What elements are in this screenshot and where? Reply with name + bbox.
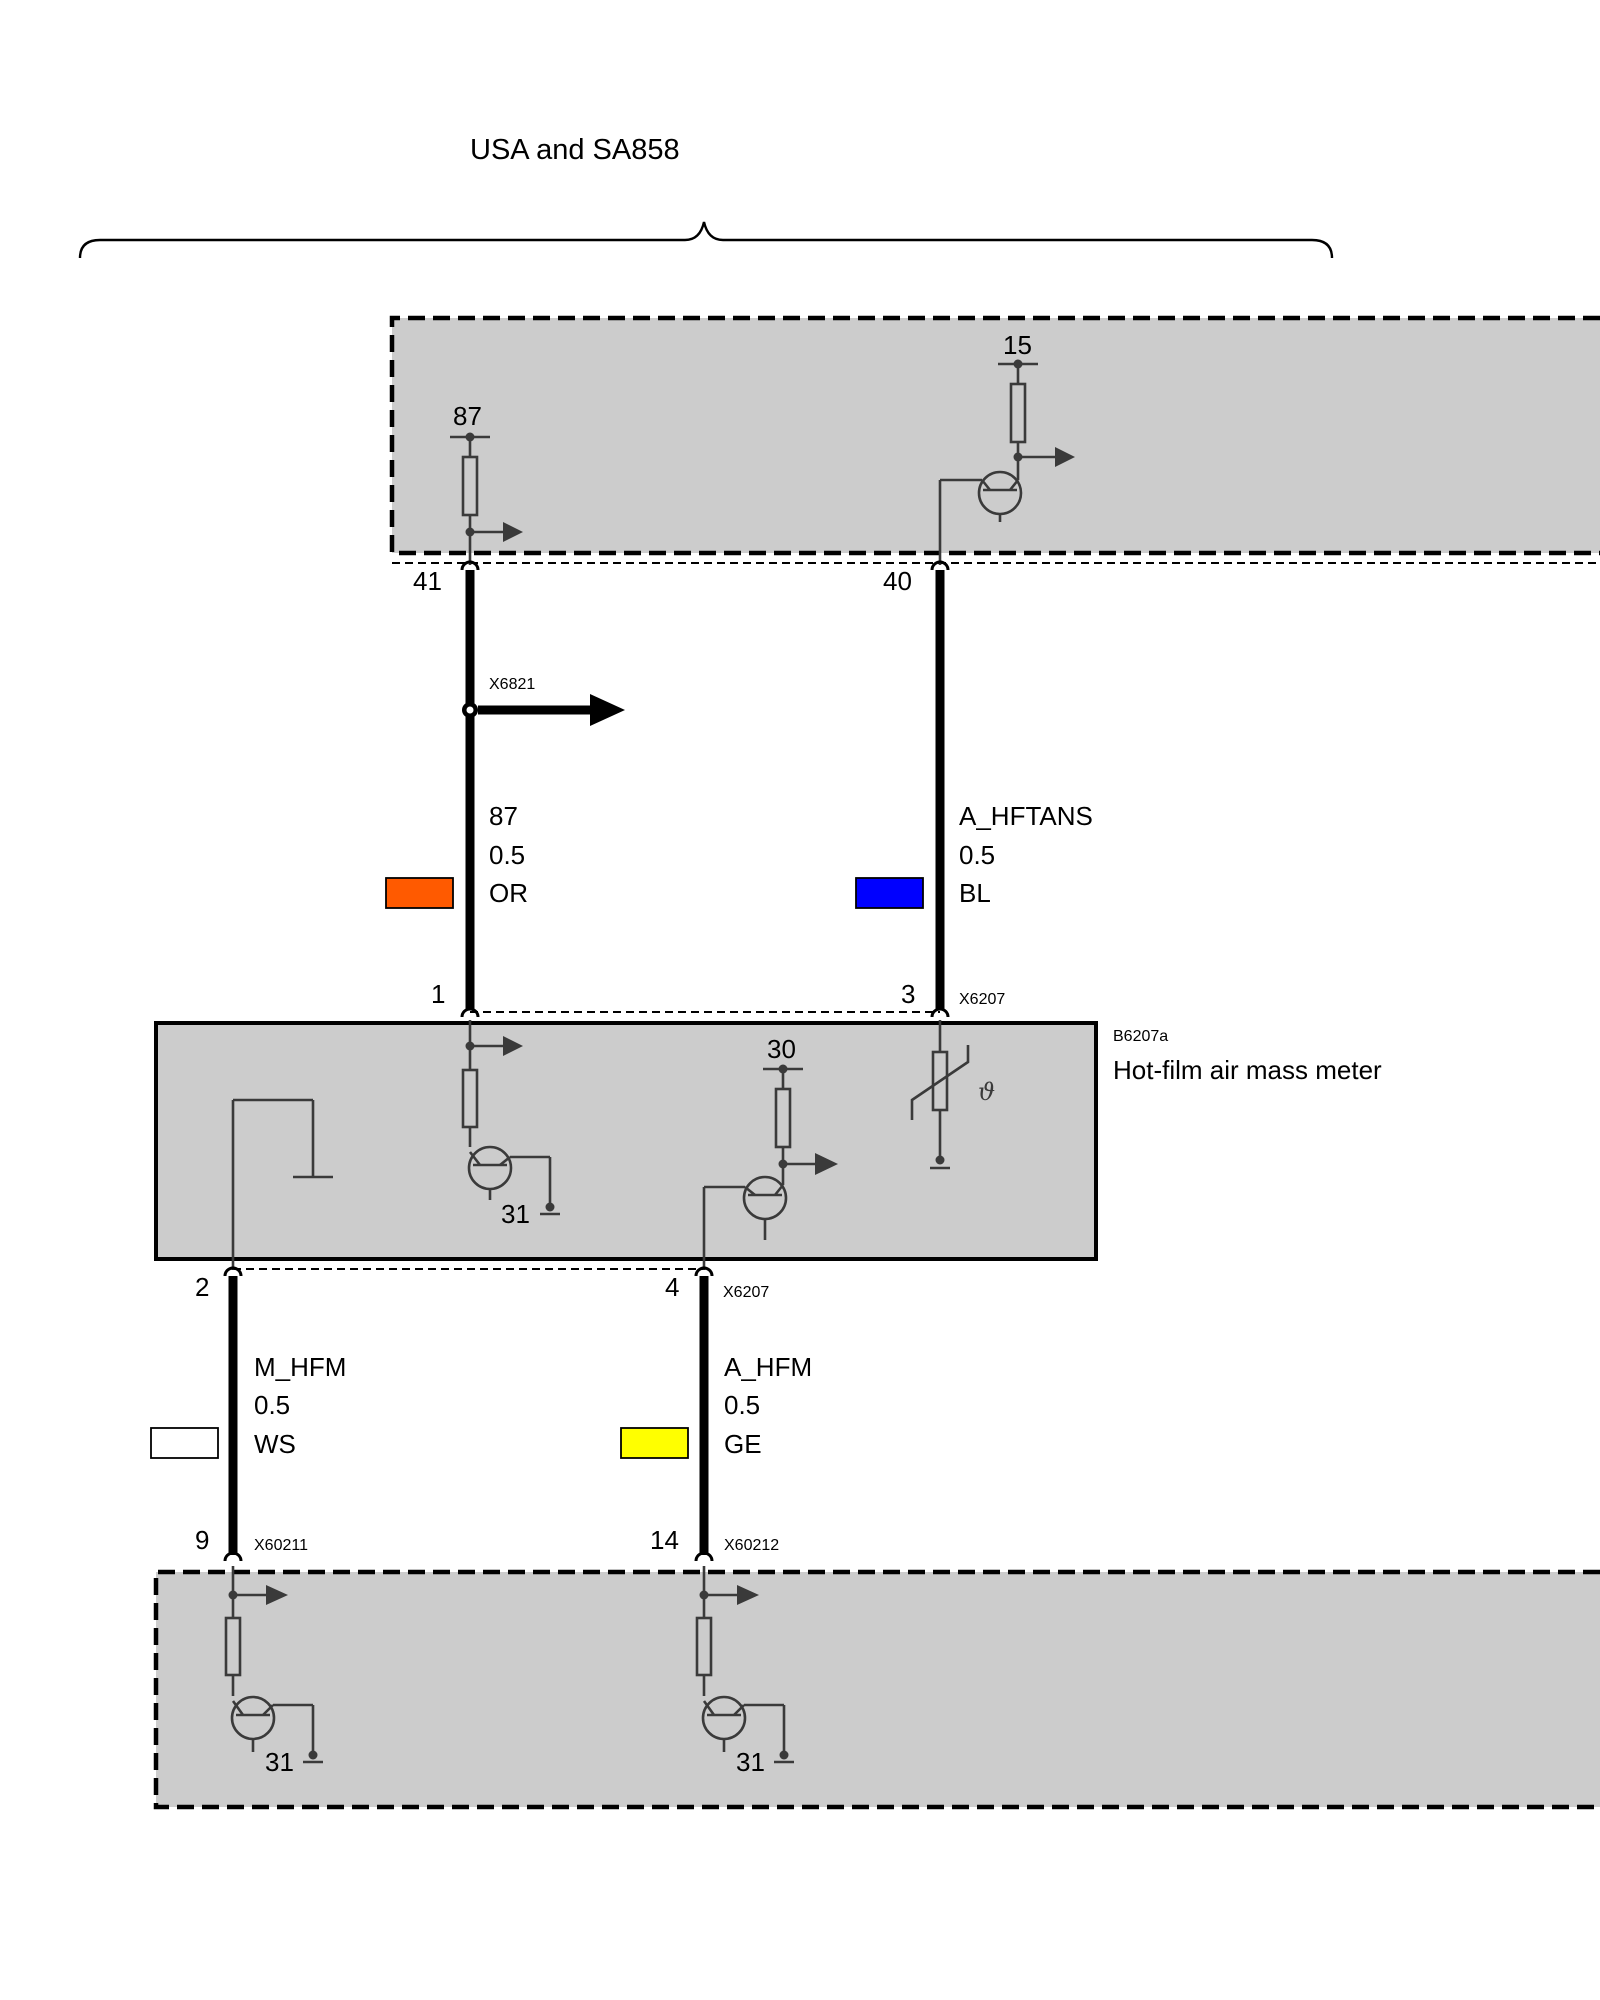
pin-14-hook xyxy=(694,1551,714,1562)
sensor-pin-4-label: 4 xyxy=(665,1272,679,1302)
signal-arrow-icon xyxy=(1055,447,1075,467)
control-unit-top: 87 15 4 xyxy=(389,315,1600,596)
sensor-hot-film-air-mass-meter: 1 3 X6207 B6207a Hot-film air mass meter xyxy=(154,979,1382,1302)
wire-87-cross-section: 0.5 xyxy=(489,840,525,870)
wire-a-hfm-signal: A_HFM xyxy=(724,1352,812,1382)
wire-m-hfm-cross-section: 0.5 xyxy=(254,1390,290,1420)
connector-x60211-label: X60211 xyxy=(254,1537,308,1554)
connector-x60212-label: X60212 xyxy=(724,1537,779,1554)
pin-40-label: 40 xyxy=(883,566,912,596)
pin-9-hook xyxy=(223,1551,243,1562)
control-unit-bottom: 9 14 X60211 X60212 31 xyxy=(153,1525,1600,1810)
ground-31-a-label: 31 xyxy=(265,1747,294,1777)
pin-2-ground-circuit xyxy=(231,1098,333,1270)
pin-41-label: 41 xyxy=(413,566,442,596)
wire-87-color-code: OR xyxy=(489,878,528,908)
wire-a-hfm-color-swatch xyxy=(620,1427,689,1459)
wire-a-hftans-cross-section: 0.5 xyxy=(959,840,995,870)
wire-a-hfm-color-code: GE xyxy=(724,1429,762,1459)
pin-41-hook xyxy=(460,560,480,571)
sensor-pin-1-label: 1 xyxy=(431,979,445,1009)
sensor-name: Hot-film air mass meter xyxy=(1113,1055,1382,1085)
wire-87-signal: 87 xyxy=(489,801,518,831)
wire-87-color-swatch xyxy=(385,877,454,909)
variant-label: USA and SA858 xyxy=(470,134,680,166)
splice-label: X6821 xyxy=(489,676,535,693)
wire-87-info: 87 0.5 OR xyxy=(385,801,528,909)
pin-1-transistor-circuit: 31 xyxy=(461,1020,560,1229)
variant-brace xyxy=(78,221,1334,259)
wire-a-hfm-cross-section: 0.5 xyxy=(724,1390,760,1420)
sensor-supply-30-label: 30 xyxy=(767,1034,796,1064)
wire-a-hftans-color-code: BL xyxy=(959,878,991,908)
sensor-pin-3-hook xyxy=(930,1007,950,1018)
pin-4-transistor-circuit: 30 xyxy=(702,1034,838,1270)
signal-arrow-icon xyxy=(266,1585,288,1605)
continuation-arrow-icon xyxy=(590,694,625,726)
sensor-pin-2-hook xyxy=(223,1266,243,1277)
wire-m-hfm-info: M_HFM 0.5 WS xyxy=(150,1352,346,1459)
supply-87-label: 87 xyxy=(453,401,482,431)
wire-a-hftans-info: A_HFTANS 0.5 BL xyxy=(855,801,1093,909)
sensor-pin-3-label: 3 xyxy=(901,979,915,1009)
signal-arrow-icon xyxy=(503,1036,523,1056)
signal-arrow-icon xyxy=(815,1153,838,1175)
wire-a-hftans-color-swatch xyxy=(855,877,924,909)
transistor-15-circuit: 15 xyxy=(938,330,1075,565)
sensor-ground-31-label: 31 xyxy=(501,1199,530,1229)
wire-m-hfm-color-swatch xyxy=(150,1427,219,1459)
signal-arrow-icon xyxy=(737,1585,759,1605)
wire-m-hfm-signal: M_HFM xyxy=(254,1352,346,1382)
pin-9-label: 9 xyxy=(195,1525,209,1555)
sensor-connector-top-label: X6207 xyxy=(959,991,1005,1008)
sensor-pin-2-label: 2 xyxy=(195,1272,209,1302)
pull-up-87-circuit: 87 xyxy=(450,401,523,565)
pin-9-transistor-circuit: 31 xyxy=(224,1566,323,1777)
wire-m-hfm-color-code: WS xyxy=(254,1429,296,1459)
wire-a-hftans-signal: A_HFTANS xyxy=(959,801,1093,831)
wire-a-hfm-info: A_HFM 0.5 GE xyxy=(620,1352,812,1459)
pin-3-ntc-circuit: ϑ xyxy=(910,1020,995,1170)
pin-14-label: 14 xyxy=(650,1525,679,1555)
sensor-pin-4-hook xyxy=(694,1266,714,1277)
pin-14-transistor-circuit: 31 xyxy=(695,1566,794,1777)
splice-x6821: X6821 xyxy=(462,676,625,726)
sensor-connector-bottom-label: X6207 xyxy=(723,1284,769,1301)
supply-15-label: 15 xyxy=(1003,330,1032,360)
ground-31-b-label: 31 xyxy=(736,1747,765,1777)
pin-40-hook xyxy=(930,560,950,571)
theta-symbol: ϑ xyxy=(978,1078,995,1106)
sensor-pin-1-hook xyxy=(460,1007,480,1018)
signal-arrow-icon xyxy=(503,522,523,542)
sensor-code: B6207a xyxy=(1113,1028,1168,1045)
